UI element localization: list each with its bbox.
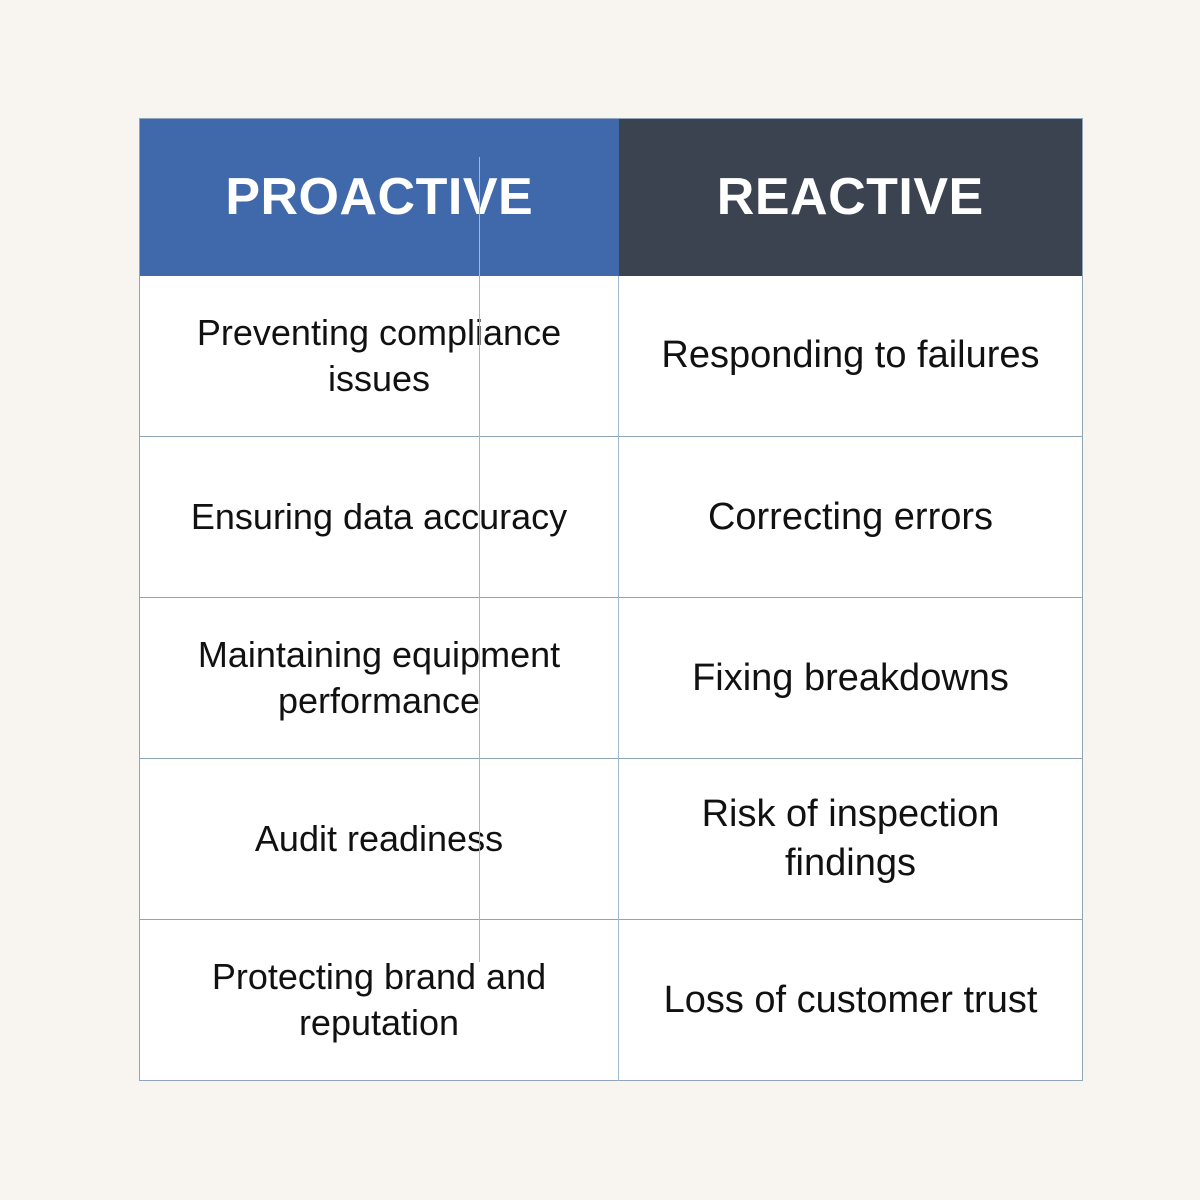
table-row: Protecting brand and reputation Loss of …: [139, 919, 1083, 1081]
table-row: Ensuring data accuracy Correcting errors: [139, 436, 1083, 598]
column-header-reactive: REACTIVE: [618, 118, 1083, 276]
table-row: Preventing compliance issues Responding …: [139, 275, 1083, 437]
comparison-table: PROACTIVE REACTIVE Preventing compliance…: [139, 118, 1083, 1081]
cell-proactive-1: Preventing compliance issues: [139, 275, 619, 437]
cell-proactive-5: Protecting brand and reputation: [139, 919, 619, 1081]
table-header: PROACTIVE REACTIVE: [139, 118, 1083, 276]
table-row: Maintaining equipment performance Fixing…: [139, 597, 1083, 759]
table-header-row: PROACTIVE REACTIVE: [139, 118, 1083, 276]
cell-reactive-1: Responding to failures: [618, 275, 1083, 437]
cell-reactive-5: Loss of customer trust: [618, 919, 1083, 1081]
table-row: Audit readiness Risk of inspection findi…: [139, 758, 1083, 920]
cell-proactive-4: Audit readiness: [139, 758, 619, 920]
column-header-proactive: PROACTIVE: [139, 118, 619, 276]
table-body: Preventing compliance issues Responding …: [139, 275, 1083, 1081]
cell-proactive-2: Ensuring data accuracy: [139, 436, 619, 598]
cell-reactive-4: Risk of inspection findings: [618, 758, 1083, 920]
cell-reactive-3: Fixing breakdowns: [618, 597, 1083, 759]
cell-proactive-3: Maintaining equipment performance: [139, 597, 619, 759]
cell-reactive-2: Correcting errors: [618, 436, 1083, 598]
